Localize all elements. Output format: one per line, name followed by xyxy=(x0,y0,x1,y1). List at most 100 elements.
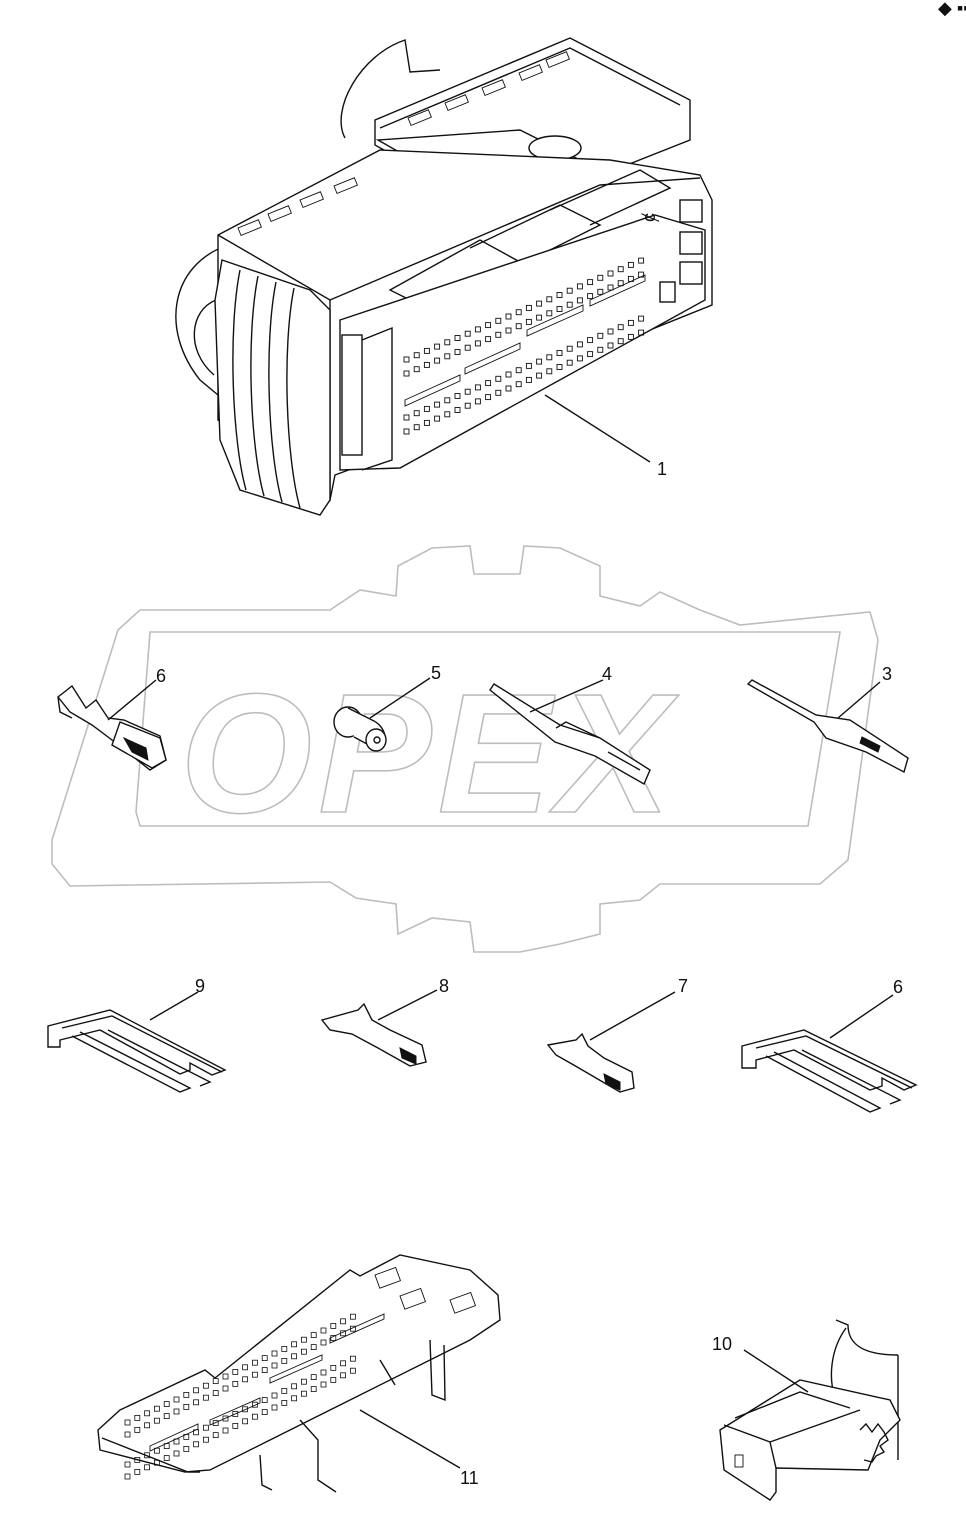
cavity xyxy=(495,375,502,382)
cavity xyxy=(525,362,532,369)
cavity xyxy=(444,339,451,346)
cavity xyxy=(576,283,583,290)
cavity xyxy=(320,1369,327,1376)
cavity xyxy=(134,1427,141,1433)
cavity xyxy=(271,1362,278,1369)
cavity xyxy=(310,1332,317,1338)
cavity xyxy=(242,1418,249,1425)
cavity xyxy=(281,1346,288,1352)
callout-6: 6 xyxy=(893,977,903,997)
cavity xyxy=(617,266,624,273)
cavity xyxy=(566,287,573,294)
cavity xyxy=(163,1401,170,1407)
cavity xyxy=(485,394,492,401)
cavity xyxy=(597,346,604,353)
cavity xyxy=(434,343,441,350)
cavity xyxy=(627,333,634,340)
cavity xyxy=(403,370,410,377)
cavity xyxy=(310,1374,317,1380)
cavity xyxy=(444,353,451,360)
cavity xyxy=(124,1473,131,1480)
cavity xyxy=(556,350,563,356)
callout-3: 4 xyxy=(602,664,612,684)
cavity xyxy=(251,1401,258,1408)
cavity xyxy=(505,327,512,334)
cavity xyxy=(617,338,624,345)
callout-4: 5 xyxy=(431,663,441,683)
cavity xyxy=(587,279,594,286)
cavity xyxy=(202,1424,209,1431)
cavity xyxy=(193,1387,200,1394)
callout-10: 10 xyxy=(712,1334,732,1354)
cavity xyxy=(495,331,502,338)
cavity xyxy=(222,1373,229,1380)
cavity xyxy=(536,300,543,307)
cavity xyxy=(173,1450,180,1457)
cavity xyxy=(546,310,553,317)
cavity xyxy=(464,330,471,337)
callout-8: 8 xyxy=(439,976,449,996)
cavity xyxy=(403,428,410,435)
cavity xyxy=(607,328,614,335)
cavity xyxy=(251,1371,258,1378)
cavity xyxy=(505,385,512,392)
cavity xyxy=(183,1446,190,1452)
cavity xyxy=(638,257,645,264)
cavity xyxy=(444,397,451,404)
tpa-cavity-grid xyxy=(124,1313,356,1480)
cavity xyxy=(576,355,583,362)
cavity xyxy=(232,1411,239,1417)
cavity xyxy=(423,405,430,412)
cavity xyxy=(320,1339,327,1346)
cavity xyxy=(413,410,420,417)
cavity xyxy=(202,1382,209,1389)
cavity xyxy=(597,274,604,281)
cavity xyxy=(349,1355,356,1362)
cavity xyxy=(587,337,594,344)
cavity xyxy=(222,1385,229,1392)
cavity xyxy=(444,411,451,418)
part-7-socket-terminal-small: 7 xyxy=(546,976,688,1093)
cavity xyxy=(566,359,573,366)
cavity xyxy=(261,1409,268,1415)
cavity xyxy=(495,389,502,396)
cavity xyxy=(454,393,461,399)
cavity xyxy=(222,1415,229,1422)
cavity xyxy=(134,1457,141,1463)
cavity xyxy=(607,270,614,277)
cavity xyxy=(546,368,553,375)
cavity xyxy=(320,1327,327,1334)
cavity xyxy=(261,1397,268,1403)
part-9-locking-comb-left: 9 xyxy=(47,976,227,1093)
cavity xyxy=(576,341,583,348)
callout-11: 11 xyxy=(460,1468,479,1488)
cavity xyxy=(251,1359,258,1366)
cavity xyxy=(349,1313,356,1320)
part-3-pin-terminal-large: 4 xyxy=(489,664,651,785)
cavity xyxy=(474,398,481,405)
cavity xyxy=(454,335,461,341)
cavity xyxy=(271,1350,278,1357)
cavity xyxy=(212,1432,219,1438)
cavity xyxy=(212,1420,219,1426)
callout-1: 1 xyxy=(657,459,667,479)
cavity xyxy=(193,1399,200,1406)
cavity xyxy=(464,402,471,409)
cavity xyxy=(638,315,645,322)
opex-watermark: OPEX xyxy=(51,545,879,953)
cavity xyxy=(566,345,573,352)
cavity xyxy=(310,1344,317,1350)
cavity xyxy=(330,1365,337,1371)
cavity xyxy=(291,1353,298,1360)
cavity xyxy=(525,304,532,311)
cavity xyxy=(124,1419,131,1426)
cavity xyxy=(134,1415,141,1421)
cavity xyxy=(153,1459,160,1466)
cavity xyxy=(525,318,532,325)
part-4-wire-seal: 5 xyxy=(333,663,441,752)
cavity xyxy=(291,1395,298,1402)
cavity xyxy=(587,293,594,300)
cavity xyxy=(515,309,522,316)
cavity xyxy=(261,1367,268,1373)
